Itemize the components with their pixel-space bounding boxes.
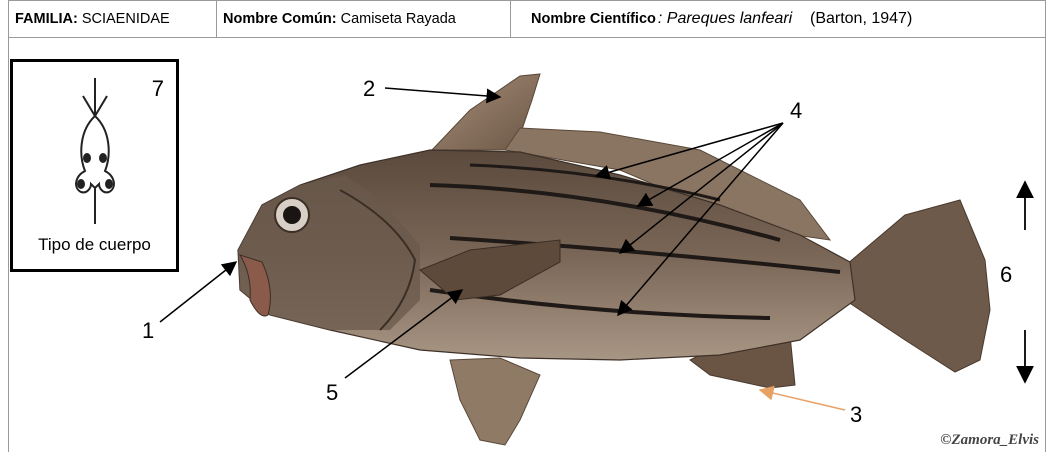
body-type-box: 7 Tipo de cuerpo xyxy=(10,59,179,272)
label-6: 6 xyxy=(1000,262,1012,288)
body-type-label: Tipo de cuerpo xyxy=(13,235,176,255)
arrow-3 xyxy=(760,390,845,410)
arrow-2 xyxy=(385,88,500,97)
pelvic-fin xyxy=(450,358,540,445)
label-3: 3 xyxy=(850,402,862,428)
credit-text: ©Zamora_Elvis xyxy=(940,432,1039,449)
label-5: 5 xyxy=(326,380,338,406)
label-1: 1 xyxy=(142,318,154,344)
body-type-icon xyxy=(69,76,121,226)
caudal-fin xyxy=(840,200,990,372)
label-4: 4 xyxy=(790,98,802,124)
body-type-number: 7 xyxy=(152,76,164,102)
label-2: 2 xyxy=(363,76,375,102)
